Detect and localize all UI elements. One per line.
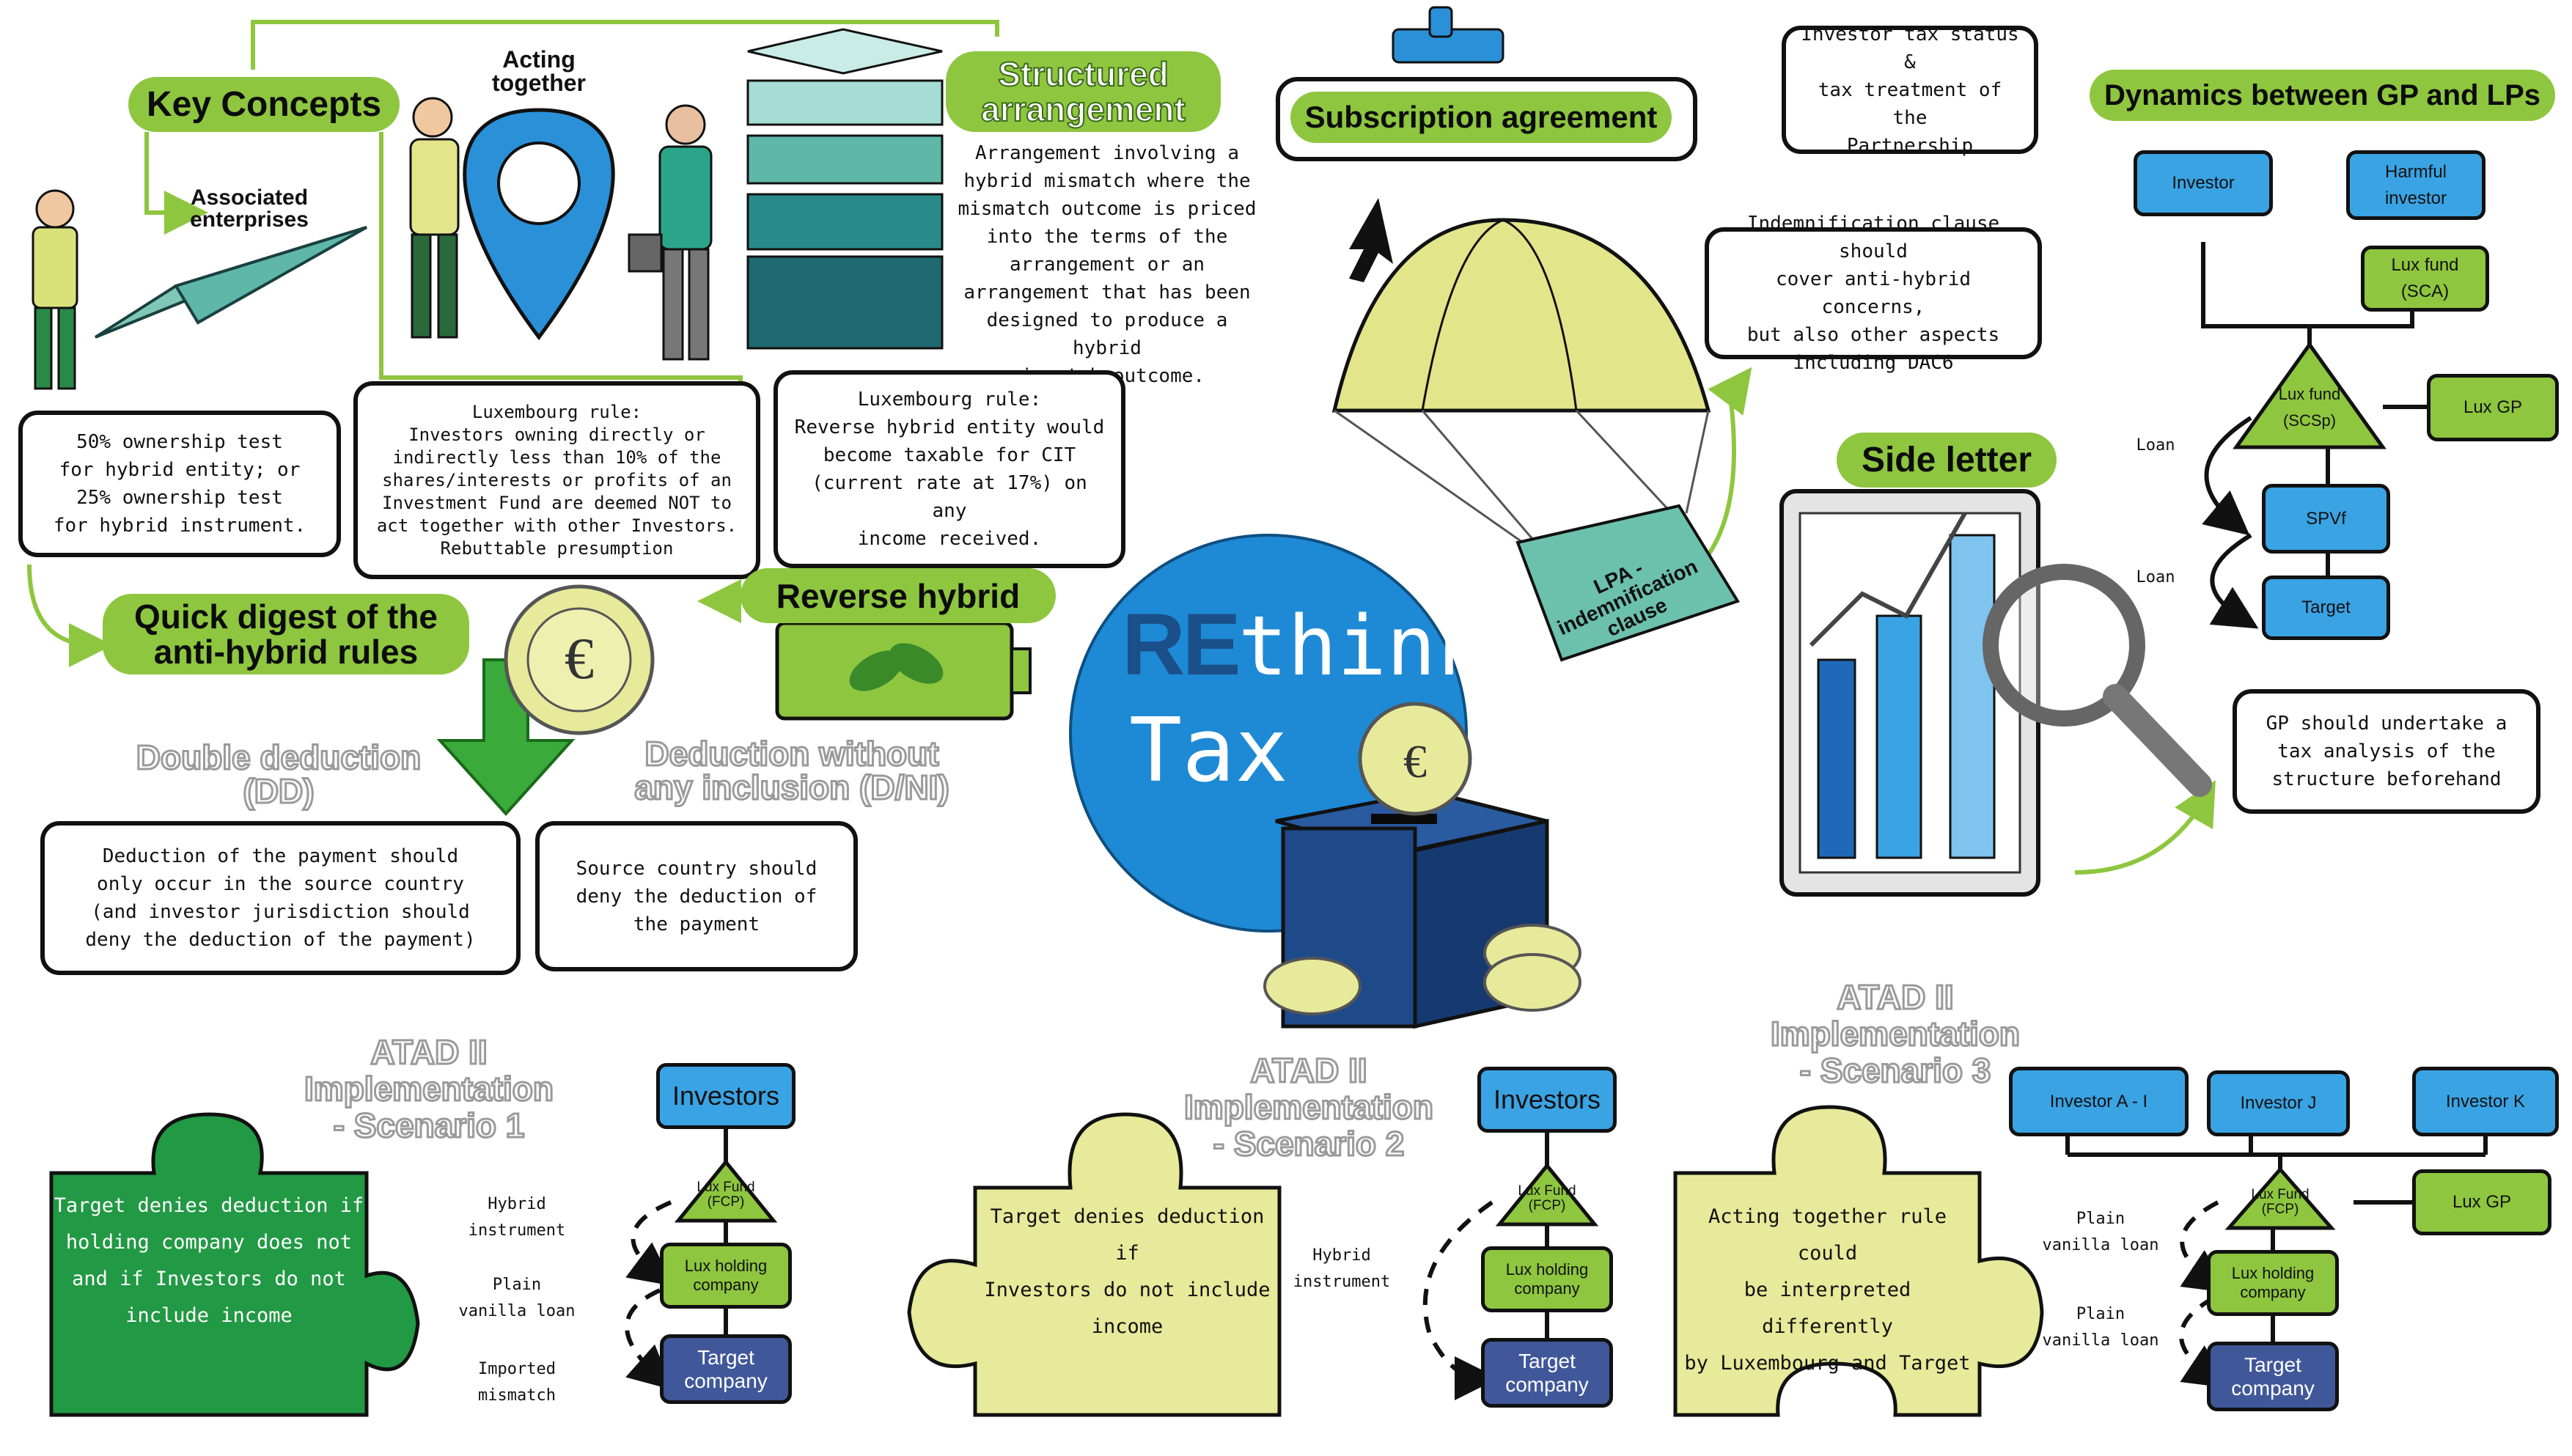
scenario3-puzzle-text: Acting together rule could be interprete… — [1684, 1205, 1971, 1375]
lux-fund-scsp-label: Lux fund (SCSp) — [2278, 385, 2341, 430]
scenario2-puzzle-text: Target denies deduction if Investors do … — [984, 1205, 1271, 1338]
double-deduction-box: Deduction of the payment should only occ… — [40, 821, 521, 975]
scenario2-holding-node: Lux holding company — [1481, 1246, 1613, 1312]
subscription-agreement-title: Subscription agreement — [1290, 92, 1672, 143]
scenario3-target-node: Target company — [2207, 1342, 2339, 1411]
stacked-layers-icon — [746, 28, 944, 350]
dynamics-lux-gp-node: Lux GP — [2427, 374, 2559, 441]
scenario1-puzzle-text: Target denies deduction if holding compa… — [54, 1194, 364, 1327]
scenario2-lux-fund-label: Lux Fund (FCP) — [1518, 1183, 1576, 1213]
key-concepts-title: Key Concepts — [128, 77, 400, 132]
person-associated-icon — [32, 189, 78, 390]
scenario3-holding-node: Lux holding company — [2207, 1250, 2339, 1316]
investor-k-node: Investor K — [2412, 1067, 2559, 1136]
magnifier-icon — [1983, 564, 2212, 797]
scenario3-title: ATAD II Implementation - Scenario 3 — [1770, 978, 2021, 1090]
lux-fund-sca-node: Lux fund (SCA) — [2361, 246, 2489, 312]
dynamics-target-node: Target — [2262, 576, 2390, 640]
investor-tax-status-box: Investor tax status & tax treatment of t… — [1782, 23, 2038, 157]
battery-leaf-icon — [775, 621, 1032, 721]
logo-think: think — [1238, 599, 1485, 694]
scenario1-hybrid-label: Hybrid instrument — [468, 1195, 566, 1240]
scenario1-target-node: Target company — [660, 1334, 792, 1404]
reverse-hybrid-title: Reverse hybrid — [741, 568, 1056, 623]
subscription-agreement-frame — [1276, 77, 1697, 161]
scenario3-lux-fund-label: Lux Fund (FCP) — [2251, 1187, 2310, 1217]
lux-rule-reverse-hybrid-box: Luxembourg rule: Reverse hybrid entity w… — [774, 370, 1125, 568]
loan-label-2: Loan — [2136, 568, 2175, 587]
tablet-chart-icon — [1779, 489, 2040, 897]
acting-together-label: Acting together — [492, 46, 586, 96]
investor-a-i-node: Investor A - I — [2009, 1067, 2189, 1136]
indemnification-clause-box: Indemnification clause should cover anti… — [1705, 213, 2042, 374]
loan-label-1: Loan — [2136, 436, 2175, 455]
gp-tax-analysis-box: GP should undertake a tax analysis of th… — [2233, 689, 2540, 814]
paper-plane-icon — [94, 226, 367, 339]
deduction-no-inclusion-title: Deduction without any inclusion (D/NI) — [633, 735, 950, 806]
scenario1-plain-label: Plain vanilla loan — [458, 1276, 576, 1320]
svg-text:€: € — [1403, 735, 1427, 787]
quick-digest-title: Quick digest of the anti-hybrid rules — [103, 594, 469, 674]
scenario1-lux-fund-label: Lux Fund (FCP) — [697, 1180, 755, 1210]
scenario2-hybrid-label: Hybrid instrument — [1293, 1246, 1391, 1291]
scenario1-imported-label: Imported mismatch — [478, 1360, 556, 1405]
logo-tax: Tax — [1129, 700, 1288, 802]
parachute-icon — [1331, 218, 1741, 662]
dynamics-investor-node: Investor — [2134, 150, 2273, 216]
structured-arrangement-text: Arrangement involving a hybrid mismatch … — [958, 142, 1257, 387]
svg-text:€: € — [565, 627, 594, 691]
double-deduction-title: Double deduction (DD) — [135, 738, 422, 810]
logo-re: RE — [1122, 595, 1241, 694]
scenario1-title: ATAD II Implementation - Scenario 1 — [304, 1033, 555, 1145]
thumbs-up-icon — [1392, 6, 1504, 64]
scenario3-plain-label-2: Plain vanilla loan — [2042, 1305, 2159, 1350]
ballot-box-icon: € — [1263, 702, 1581, 1029]
cursor-icon — [1349, 198, 1393, 282]
ownership-test-box: 50% ownership test for hybrid entity; or… — [18, 411, 341, 557]
lux-rule-acting-together-box: Luxembourg rule: Investors owning direct… — [353, 381, 760, 579]
side-letter-title: Side letter — [1837, 433, 2057, 488]
scenario1-holding-node: Lux holding company — [660, 1243, 792, 1309]
dni-box: Source country should deny the deduction… — [535, 821, 858, 971]
associated-enterprises-label: Associated enterprises — [190, 185, 309, 232]
scenario2-investors-node: Investors — [1477, 1067, 1617, 1133]
location-pin-icon — [463, 108, 615, 341]
euro-coin-icon: € — [436, 584, 655, 816]
scenario2-title: ATAD II Implementation - Scenario 2 — [1183, 1051, 1435, 1163]
investor-j-node: Investor J — [2207, 1070, 2350, 1136]
dynamics-title: Dynamics between GP and LPs — [2090, 70, 2555, 121]
puzzle-piece-green — [49, 1112, 420, 1417]
scenario3-plain-label-1: Plain vanilla loan — [2042, 1210, 2159, 1254]
puzzle-piece-yellow-3 — [1673, 1105, 2044, 1417]
spvf-node: SPVf — [2262, 484, 2390, 554]
scenario2-target-node: Target company — [1481, 1338, 1613, 1408]
harmful-investor-node: Harmful investor — [2346, 150, 2485, 220]
scenario3-lux-gp-node: Lux GP — [2412, 1169, 2551, 1235]
scenario1-investors-node: Investors — [656, 1063, 796, 1129]
rethink-tax-logo: REthink — [1122, 594, 1518, 695]
puzzle-piece-yellow-2 — [907, 1112, 1282, 1417]
structured-arrangement-title: Structured arrangement — [946, 51, 1221, 132]
people-acting-together-icon — [409, 97, 713, 361]
